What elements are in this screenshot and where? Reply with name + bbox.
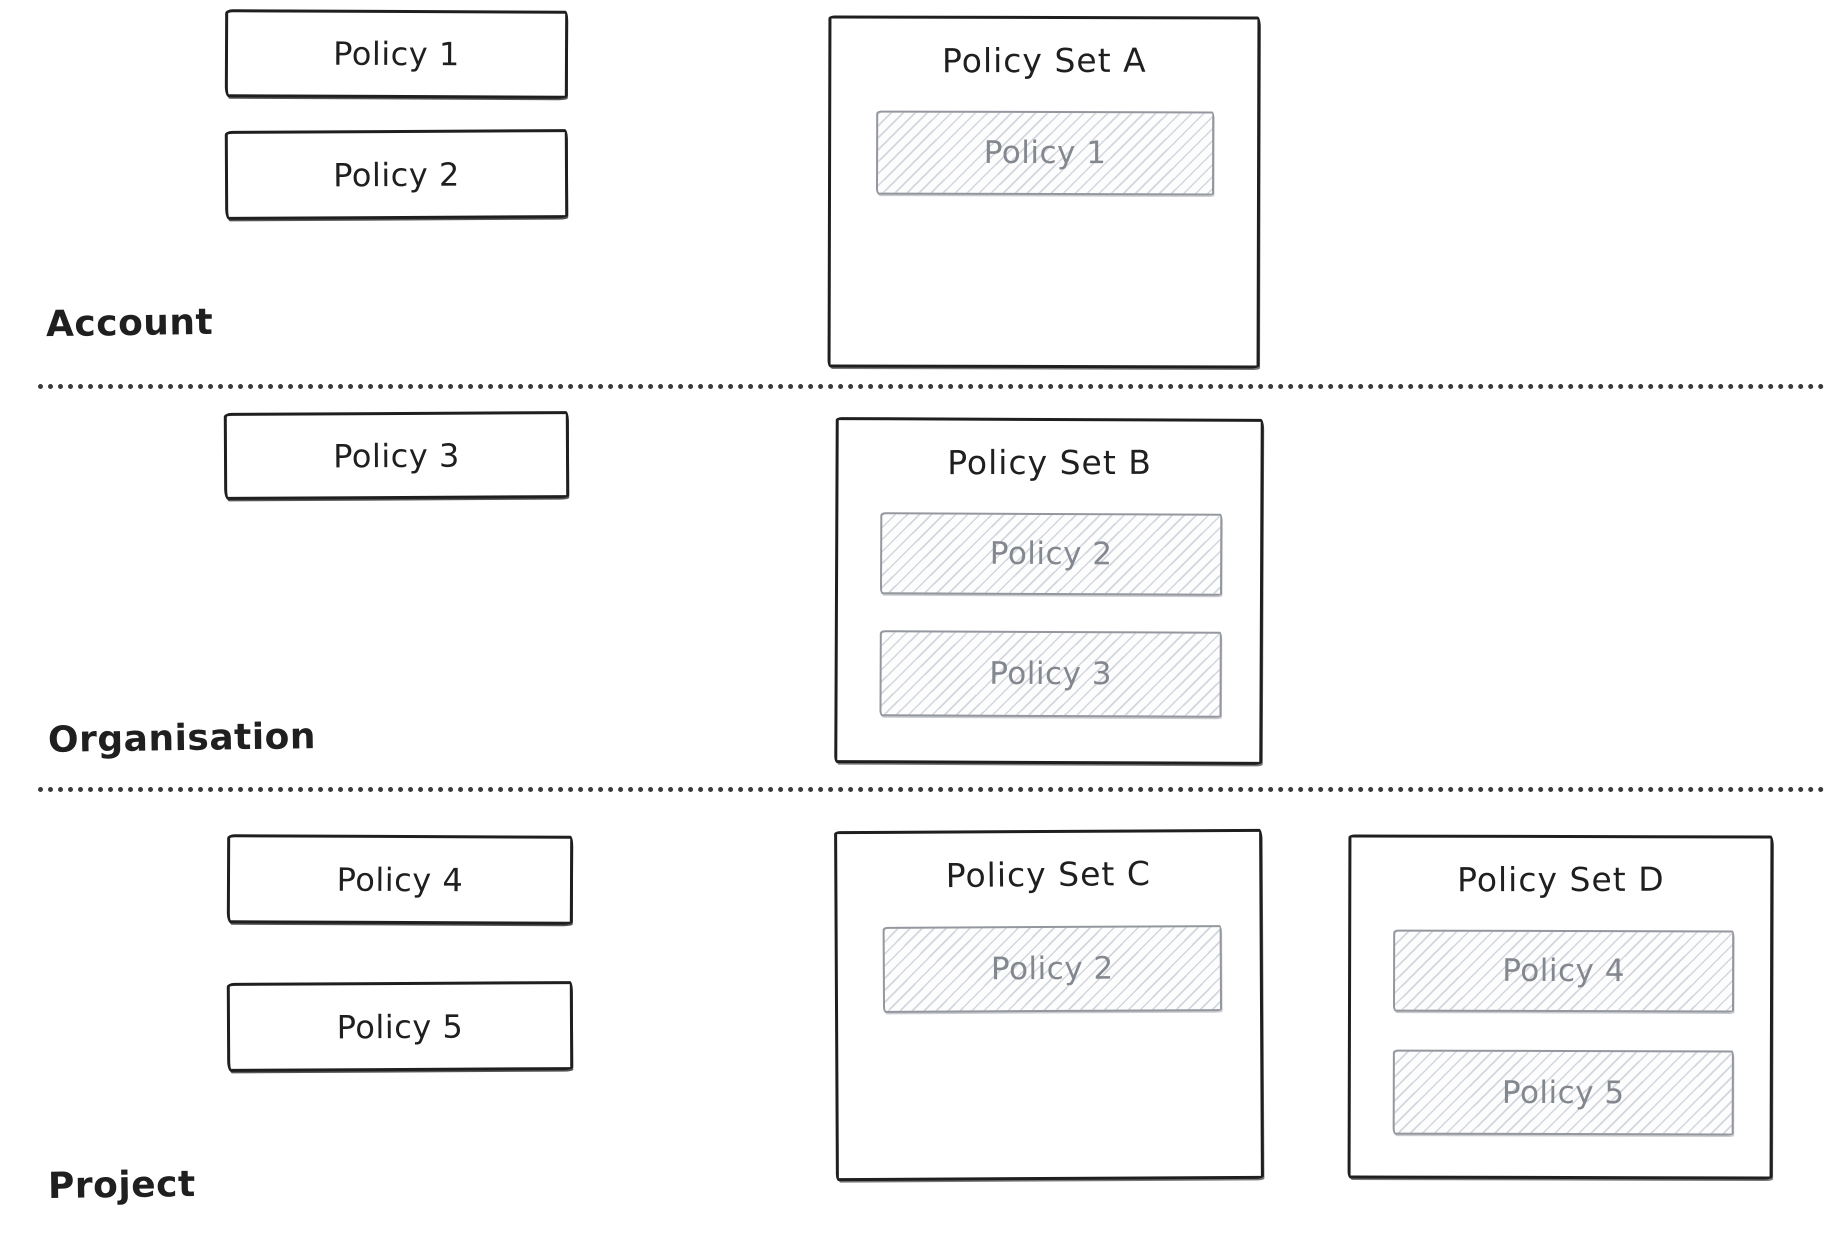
section-divider-organisation-project — [38, 787, 1826, 792]
policy-box-label: Policy 4 — [336, 860, 464, 899]
member-label: Policy 3 — [989, 655, 1113, 693]
policy-set-member-policy-4: Policy 4 — [1392, 929, 1735, 1013]
policy-box-label: Policy 1 — [333, 34, 460, 74]
policy-set-member-policy-5: Policy 5 — [1392, 1049, 1734, 1136]
policy-set-title: Policy Set A — [941, 40, 1147, 81]
member-label: Policy 5 — [1501, 1074, 1625, 1111]
policy-box-label: Policy 5 — [336, 1007, 464, 1046]
section-divider-account-organisation — [38, 384, 1826, 389]
policy-box-label: Policy 3 — [333, 436, 460, 475]
member-label: Policy 1 — [983, 134, 1107, 172]
policy-box-policy-2: Policy 2 — [224, 129, 569, 220]
policy-box-label: Policy 2 — [333, 155, 460, 194]
policy-box-policy-4: Policy 4 — [226, 834, 574, 925]
member-label: Policy 2 — [989, 535, 1113, 573]
policy-set-title: Policy Set D — [1457, 859, 1665, 900]
policy-box-policy-5: Policy 5 — [226, 981, 574, 1072]
policy-box-policy-1: Policy 1 — [224, 9, 569, 99]
policy-set-a: Policy Set A Policy 1 — [827, 15, 1261, 369]
policy-box-policy-3: Policy 3 — [223, 411, 570, 500]
policy-set-d: Policy Set D Policy 4 Policy 5 — [1347, 834, 1774, 1180]
policy-set-title: Policy Set B — [947, 442, 1152, 483]
policy-set-member-policy-3: Policy 3 — [879, 630, 1222, 718]
member-label: Policy 2 — [990, 950, 1114, 988]
member-label: Policy 4 — [1502, 952, 1626, 990]
policy-set-b: Policy Set B Policy 2 Policy 3 — [834, 417, 1264, 765]
policy-set-title: Policy Set C — [945, 853, 1152, 896]
policy-set-c: Policy Set C Policy 2 — [834, 828, 1264, 1182]
policy-set-member-policy-1: Policy 1 — [875, 110, 1215, 196]
section-label-organisation: Organisation — [47, 716, 317, 761]
section-label-account: Account — [45, 301, 214, 346]
policy-set-member-policy-2: Policy 2 — [882, 925, 1223, 1013]
policy-set-member-policy-2: Policy 2 — [879, 512, 1223, 596]
section-label-project: Project — [47, 1163, 196, 1208]
